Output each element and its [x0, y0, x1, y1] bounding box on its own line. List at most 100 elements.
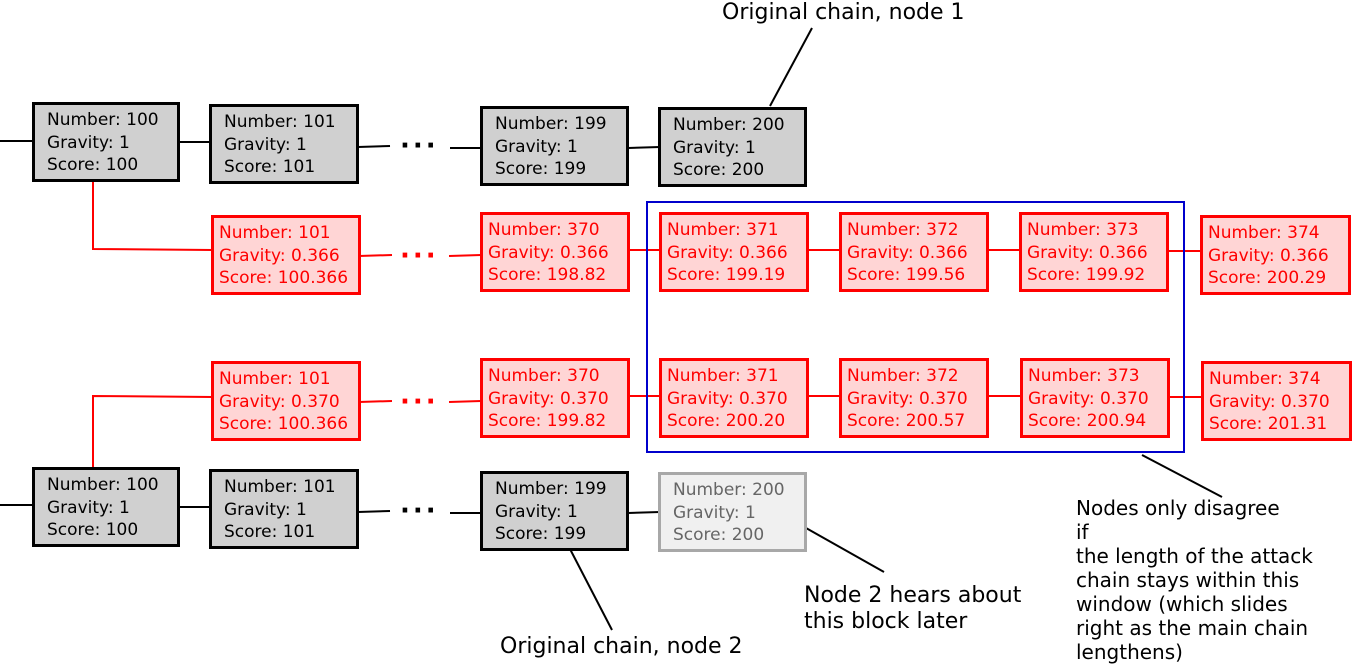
note-line: Nodes only disagree: [1076, 496, 1280, 520]
block-bottom-200-pending: Number: 200 Gravity: 1 Score: 200: [658, 472, 807, 552]
note-line: window (which slides: [1076, 592, 1288, 616]
block-bottom-101: Number: 101 Gravity: 1 Score: 101: [209, 469, 359, 549]
attack-block-a-370: Number: 370 Gravity: 0.366 Score: 198.82: [480, 212, 630, 292]
block-number: Number: 374: [1208, 223, 1320, 243]
fork-line: [92, 178, 214, 251]
block-gravity: Gravity: 0.366: [219, 245, 340, 266]
block-gravity: Gravity: 0.370: [847, 388, 968, 409]
block-score: Score: 199.92: [1027, 265, 1146, 285]
ellipsis-top: ···: [400, 131, 439, 161]
block-score: Score: 199: [495, 524, 587, 544]
link-line: [627, 146, 661, 149]
node1-label: Original chain, node 1: [722, 0, 965, 25]
block-score: Score: 100: [47, 155, 139, 175]
block-score: Score: 200.20: [667, 411, 786, 431]
note-line: the length of the attack: [1076, 544, 1313, 568]
link-line: [627, 511, 661, 514]
block-number: Number: 371: [667, 220, 779, 240]
window-note: Nodes only disagree if the length of the…: [1076, 496, 1313, 664]
block-number: Number: 101: [224, 112, 336, 132]
block-gravity: Gravity: 1: [47, 497, 130, 518]
hears-later-note: Node 2 hears about this block later: [804, 583, 1021, 635]
block-score: Score: 198.82: [488, 265, 607, 285]
attack-block-b-373: Number: 373 Gravity: 0.370 Score: 200.94: [1020, 358, 1170, 438]
link-line: [358, 400, 393, 403]
link-line: [448, 254, 482, 257]
attack-block-a-101: Number: 101 Gravity: 0.366 Score: 100.36…: [211, 215, 361, 295]
block-gravity: Gravity: 0.366: [667, 242, 788, 263]
note-line: right as the main chain: [1076, 616, 1309, 640]
attack-block-a-372: Number: 372 Gravity: 0.366 Score: 199.56: [839, 212, 989, 292]
link-line: [448, 400, 482, 403]
block-gravity: Gravity: 0.370: [667, 388, 788, 409]
block-score: Score: 199.19: [667, 265, 786, 285]
block-number: Number: 199: [495, 479, 607, 499]
block-gravity: Gravity: 0.366: [488, 242, 609, 263]
note-line: this block later: [804, 609, 968, 634]
block-number: Number: 374: [1209, 369, 1321, 389]
block-gravity: Gravity: 0.366: [1027, 242, 1148, 263]
sliding-window-frame: [646, 201, 1185, 453]
attack-block-b-371: Number: 371 Gravity: 0.370 Score: 200.20: [659, 358, 809, 438]
block-number: Number: 200: [673, 115, 785, 135]
block-gravity: Gravity: 1: [495, 501, 578, 522]
block-score: Score: 200: [673, 525, 765, 545]
block-bottom-100: Number: 100 Gravity: 1 Score: 100: [32, 467, 180, 547]
block-score: Score: 100.366: [219, 414, 349, 434]
block-score: Score: 200.57: [847, 411, 966, 431]
ellipsis-bottom: ···: [400, 496, 439, 526]
attack-block-b-372: Number: 372 Gravity: 0.370 Score: 200.57: [839, 358, 989, 438]
block-score: Score: 201.31: [1209, 414, 1328, 434]
block-number: Number: 101: [219, 223, 331, 243]
attack-block-b-370: Number: 370 Gravity: 0.370 Score: 199.82: [480, 358, 630, 438]
block-score: Score: 200.29: [1208, 268, 1327, 288]
block-gravity: Gravity: 0.366: [847, 242, 968, 263]
block-number: Number: 373: [1027, 220, 1139, 240]
block-bottom-199: Number: 199 Gravity: 1 Score: 199: [480, 471, 629, 551]
block-gravity: Gravity: 1: [673, 137, 756, 158]
block-gravity: Gravity: 0.370: [1028, 388, 1149, 409]
block-top-200: Number: 200 Gravity: 1 Score: 200: [658, 107, 807, 187]
ellipsis-attack-a: ···: [400, 241, 439, 271]
node2-label: Original chain, node 2: [500, 634, 743, 659]
block-number: Number: 370: [488, 220, 600, 240]
window-pointer: [1141, 454, 1223, 498]
block-top-100: Number: 100 Gravity: 1 Score: 100: [32, 102, 180, 182]
ellipsis-attack-b: ···: [400, 387, 439, 417]
block-number: Number: 101: [219, 369, 331, 389]
attack-block-b-374: Number: 374 Gravity: 0.370 Score: 201.31: [1201, 361, 1352, 441]
block-gravity: Gravity: 1: [47, 132, 130, 153]
attack-block-a-373: Number: 373 Gravity: 0.366 Score: 199.92: [1019, 212, 1169, 292]
block-gravity: Gravity: 0.370: [488, 388, 609, 409]
block-score: Score: 199.56: [847, 265, 966, 285]
block-gravity: Gravity: 1: [224, 134, 307, 155]
block-number: Number: 100: [47, 110, 159, 130]
block-gravity: Gravity: 1: [495, 136, 578, 157]
block-gravity: Gravity: 1: [224, 499, 307, 520]
block-number: Number: 370: [488, 366, 600, 386]
block-number: Number: 101: [224, 477, 336, 497]
link-line: [357, 510, 391, 513]
note-line: lengthens): [1076, 640, 1183, 664]
block-gravity: Gravity: 0.366: [1208, 245, 1329, 266]
block-score: Score: 200: [673, 160, 765, 180]
block-score: Score: 101: [224, 157, 316, 177]
block-top-199: Number: 199 Gravity: 1 Score: 199: [480, 106, 629, 186]
link-line: [357, 145, 391, 148]
note-line: if: [1076, 520, 1089, 544]
block-number: Number: 199: [495, 114, 607, 134]
block-gravity: Gravity: 0.370: [1209, 391, 1330, 412]
block-number: Number: 372: [847, 220, 959, 240]
block-number: Number: 372: [847, 366, 959, 386]
block-score: Score: 199.82: [488, 411, 607, 431]
block-score: Score: 101: [224, 522, 316, 542]
attack-block-a-371: Number: 371 Gravity: 0.366 Score: 199.19: [659, 212, 809, 292]
block-score: Score: 200.94: [1028, 411, 1147, 431]
block-number: Number: 200: [673, 480, 785, 500]
block-score: Score: 199: [495, 159, 587, 179]
attack-block-b-101: Number: 101 Gravity: 0.370 Score: 100.36…: [211, 361, 361, 441]
note-line: chain stays within this: [1076, 568, 1300, 592]
attack-block-a-374: Number: 374 Gravity: 0.366 Score: 200.29: [1200, 215, 1351, 295]
block-gravity: Gravity: 0.370: [219, 391, 340, 412]
